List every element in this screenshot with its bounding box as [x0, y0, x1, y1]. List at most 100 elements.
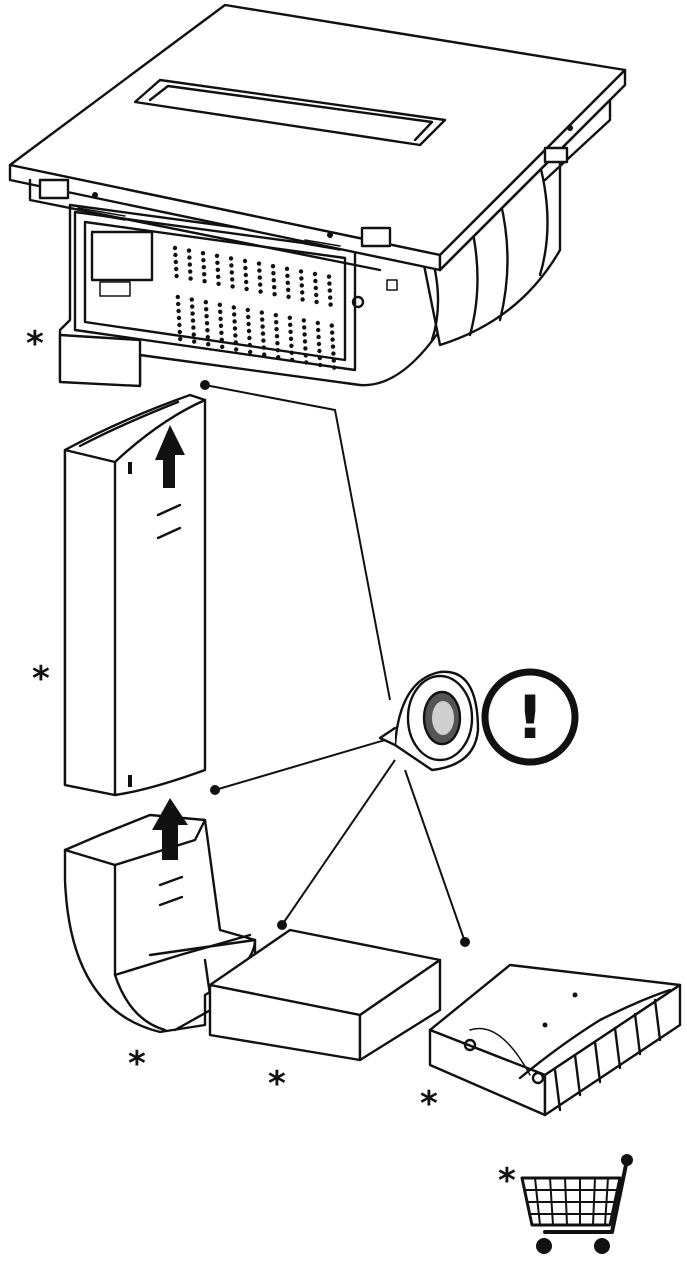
perforation-dot [316, 334, 321, 340]
perforation-dot [204, 321, 210, 326]
perforation-dot [190, 304, 195, 309]
perforation-dot [244, 279, 249, 285]
tape-leader-lines [200, 380, 470, 947]
perforation-dot [313, 278, 318, 284]
perforation-dot [284, 266, 290, 271]
perforation-dot [274, 320, 279, 325]
flat-duct-box [208, 928, 442, 1062]
perforation-dot [270, 264, 276, 269]
perforation-dot [329, 323, 334, 328]
perforation-dot [187, 262, 192, 267]
perforation-dot [327, 288, 332, 293]
perforation-dot [206, 342, 211, 347]
perforation-dot [259, 310, 264, 315]
perforation-dot [229, 263, 234, 268]
perforation-dot [276, 355, 281, 360]
perforation-dot [190, 311, 195, 316]
perforation-dot [215, 260, 220, 265]
perforation-dot [315, 320, 320, 326]
perforation-dot [316, 341, 322, 347]
perforation-dot [262, 352, 267, 357]
perforation-dot [187, 255, 192, 260]
filter-unit [428, 963, 682, 1117]
perforation-dot [275, 341, 280, 346]
perforation-dot [286, 294, 291, 299]
perforation-dot [190, 318, 196, 323]
perforation-dot [247, 342, 252, 348]
perforation-dot [303, 346, 308, 351]
perforation-dot [246, 314, 251, 320]
perforation-dot [314, 292, 319, 298]
perforation-dot [328, 295, 333, 300]
perforation-dot [331, 358, 336, 363]
perforation-dot [258, 289, 263, 294]
perforation-dot [301, 318, 306, 323]
perforation-dot [205, 335, 210, 340]
perforation-dot [174, 266, 179, 272]
perforation-dot [230, 284, 235, 289]
perforation-dot [332, 365, 337, 370]
perforation-dot [312, 271, 318, 277]
perforation-dot [192, 339, 197, 344]
perforation-dot [299, 283, 304, 288]
perforation-dot [314, 299, 319, 305]
perforation-dot [188, 276, 193, 281]
optional-marker-vertical-duct: * [32, 659, 50, 699]
perforation-dot [215, 267, 220, 272]
perforation-dot [216, 274, 221, 279]
perforation-dot [188, 269, 193, 274]
perforation-dot [287, 315, 292, 320]
perforation-dot [302, 325, 307, 330]
perforation-dot [300, 297, 305, 302]
perforation-dot [274, 334, 280, 339]
perforation-dot [261, 345, 266, 350]
perforation-dot [178, 336, 183, 342]
perforation-dot [203, 300, 208, 305]
perforation-dot [285, 280, 290, 285]
perforation-dot [272, 292, 277, 297]
perforation-dot [247, 335, 252, 341]
perforation-dot [217, 302, 222, 307]
perforation-dot [273, 313, 278, 318]
perforation-dot [275, 348, 280, 353]
perforation-dot [214, 253, 220, 258]
perforation-dot [327, 281, 332, 286]
perforation-dot [317, 348, 322, 354]
perforation-dot [326, 274, 332, 279]
perforation-dot [204, 307, 209, 312]
perforation-dot [302, 339, 308, 344]
perforation-dot [175, 294, 180, 300]
perforation-dot [317, 355, 322, 361]
perforation-dot [232, 319, 237, 324]
perforation-dot [186, 248, 192, 253]
exclamation-circle-icon: ! [481, 668, 579, 766]
perforation-dot [330, 337, 335, 342]
perforation-dot [302, 332, 307, 337]
perforation-dot [177, 329, 182, 335]
perforation-dot [248, 349, 253, 355]
perforation-dot [288, 336, 294, 341]
perforation-dot [300, 290, 305, 295]
perforation-dot [202, 279, 207, 284]
shopping-cart-icon [520, 1154, 633, 1254]
perforation-dot [218, 316, 223, 321]
perforation-dot [204, 314, 209, 319]
perforation-dot [290, 357, 295, 362]
arrow-up-icon [155, 425, 185, 488]
perforation-dot [234, 347, 239, 352]
perforation-dot [229, 270, 234, 275]
perforation-dot [260, 331, 266, 336]
cooktop-unit [8, 3, 627, 388]
perforation-dot [257, 268, 262, 273]
perforation-dot [174, 273, 179, 279]
perforation-dot [256, 261, 262, 266]
perforation-dot [205, 328, 210, 333]
perforation-dot [216, 281, 221, 286]
perforation-dot [285, 273, 290, 278]
optional-marker-cooktop: * [26, 324, 44, 364]
perforation-dot [231, 305, 236, 310]
perforation-dot [176, 308, 181, 314]
perforation-dot [219, 337, 224, 342]
perforation-dot [200, 251, 206, 256]
perforation-dot [232, 312, 237, 317]
